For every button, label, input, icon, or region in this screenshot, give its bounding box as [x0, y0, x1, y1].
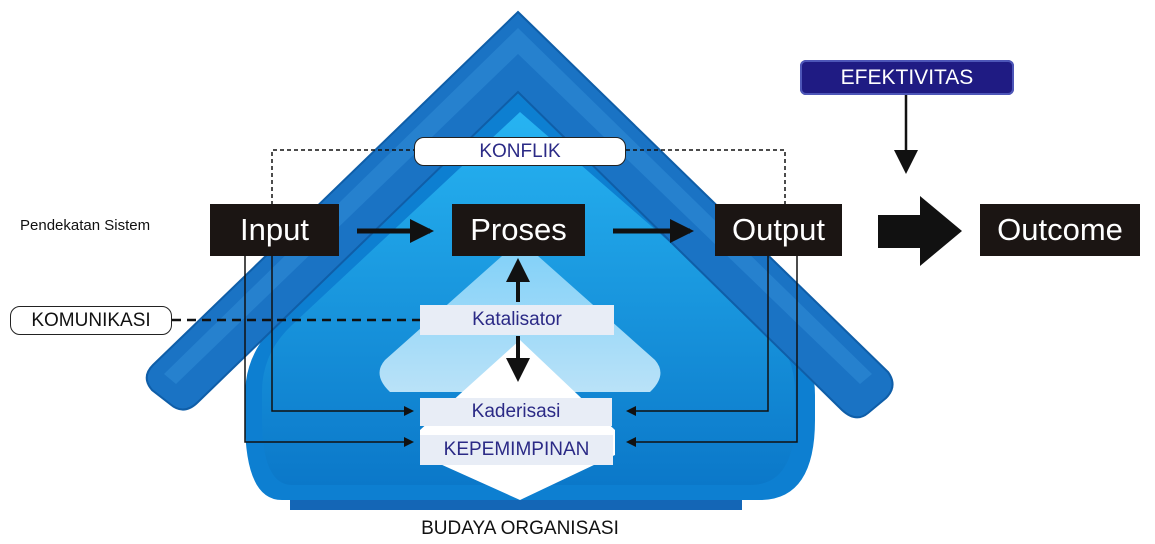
- culture-label: BUDAYA ORGANISASI: [421, 518, 619, 539]
- effectiveness-box: EFEKTIVITAS: [800, 60, 1014, 95]
- input-to-cadre-line: [271, 255, 414, 416]
- output-box: Output: [715, 204, 842, 256]
- conflict-label: KONFLIK: [414, 137, 626, 166]
- house-roof: [145, 10, 894, 419]
- communication-label: KOMUNIKASI: [10, 306, 172, 335]
- catalyst-box: Katalisator: [420, 305, 614, 335]
- leadership-box: KEPEMIMPINAN: [420, 435, 613, 465]
- input-box: Input: [210, 204, 339, 256]
- output-to-outcome-arrow: [878, 196, 962, 266]
- approach-label: Pendekatan Sistem: [20, 216, 151, 234]
- process-box: Proses: [452, 204, 585, 256]
- input-to-leadership-line: [244, 255, 414, 447]
- house-base: [290, 498, 742, 510]
- output-to-cadre-line: [626, 255, 769, 416]
- cadre-box: Kaderisasi: [420, 398, 612, 426]
- output-to-leadership-line: [626, 255, 798, 447]
- outcome-box: Outcome: [980, 204, 1140, 256]
- conflict-dashed-line: [271, 149, 786, 205]
